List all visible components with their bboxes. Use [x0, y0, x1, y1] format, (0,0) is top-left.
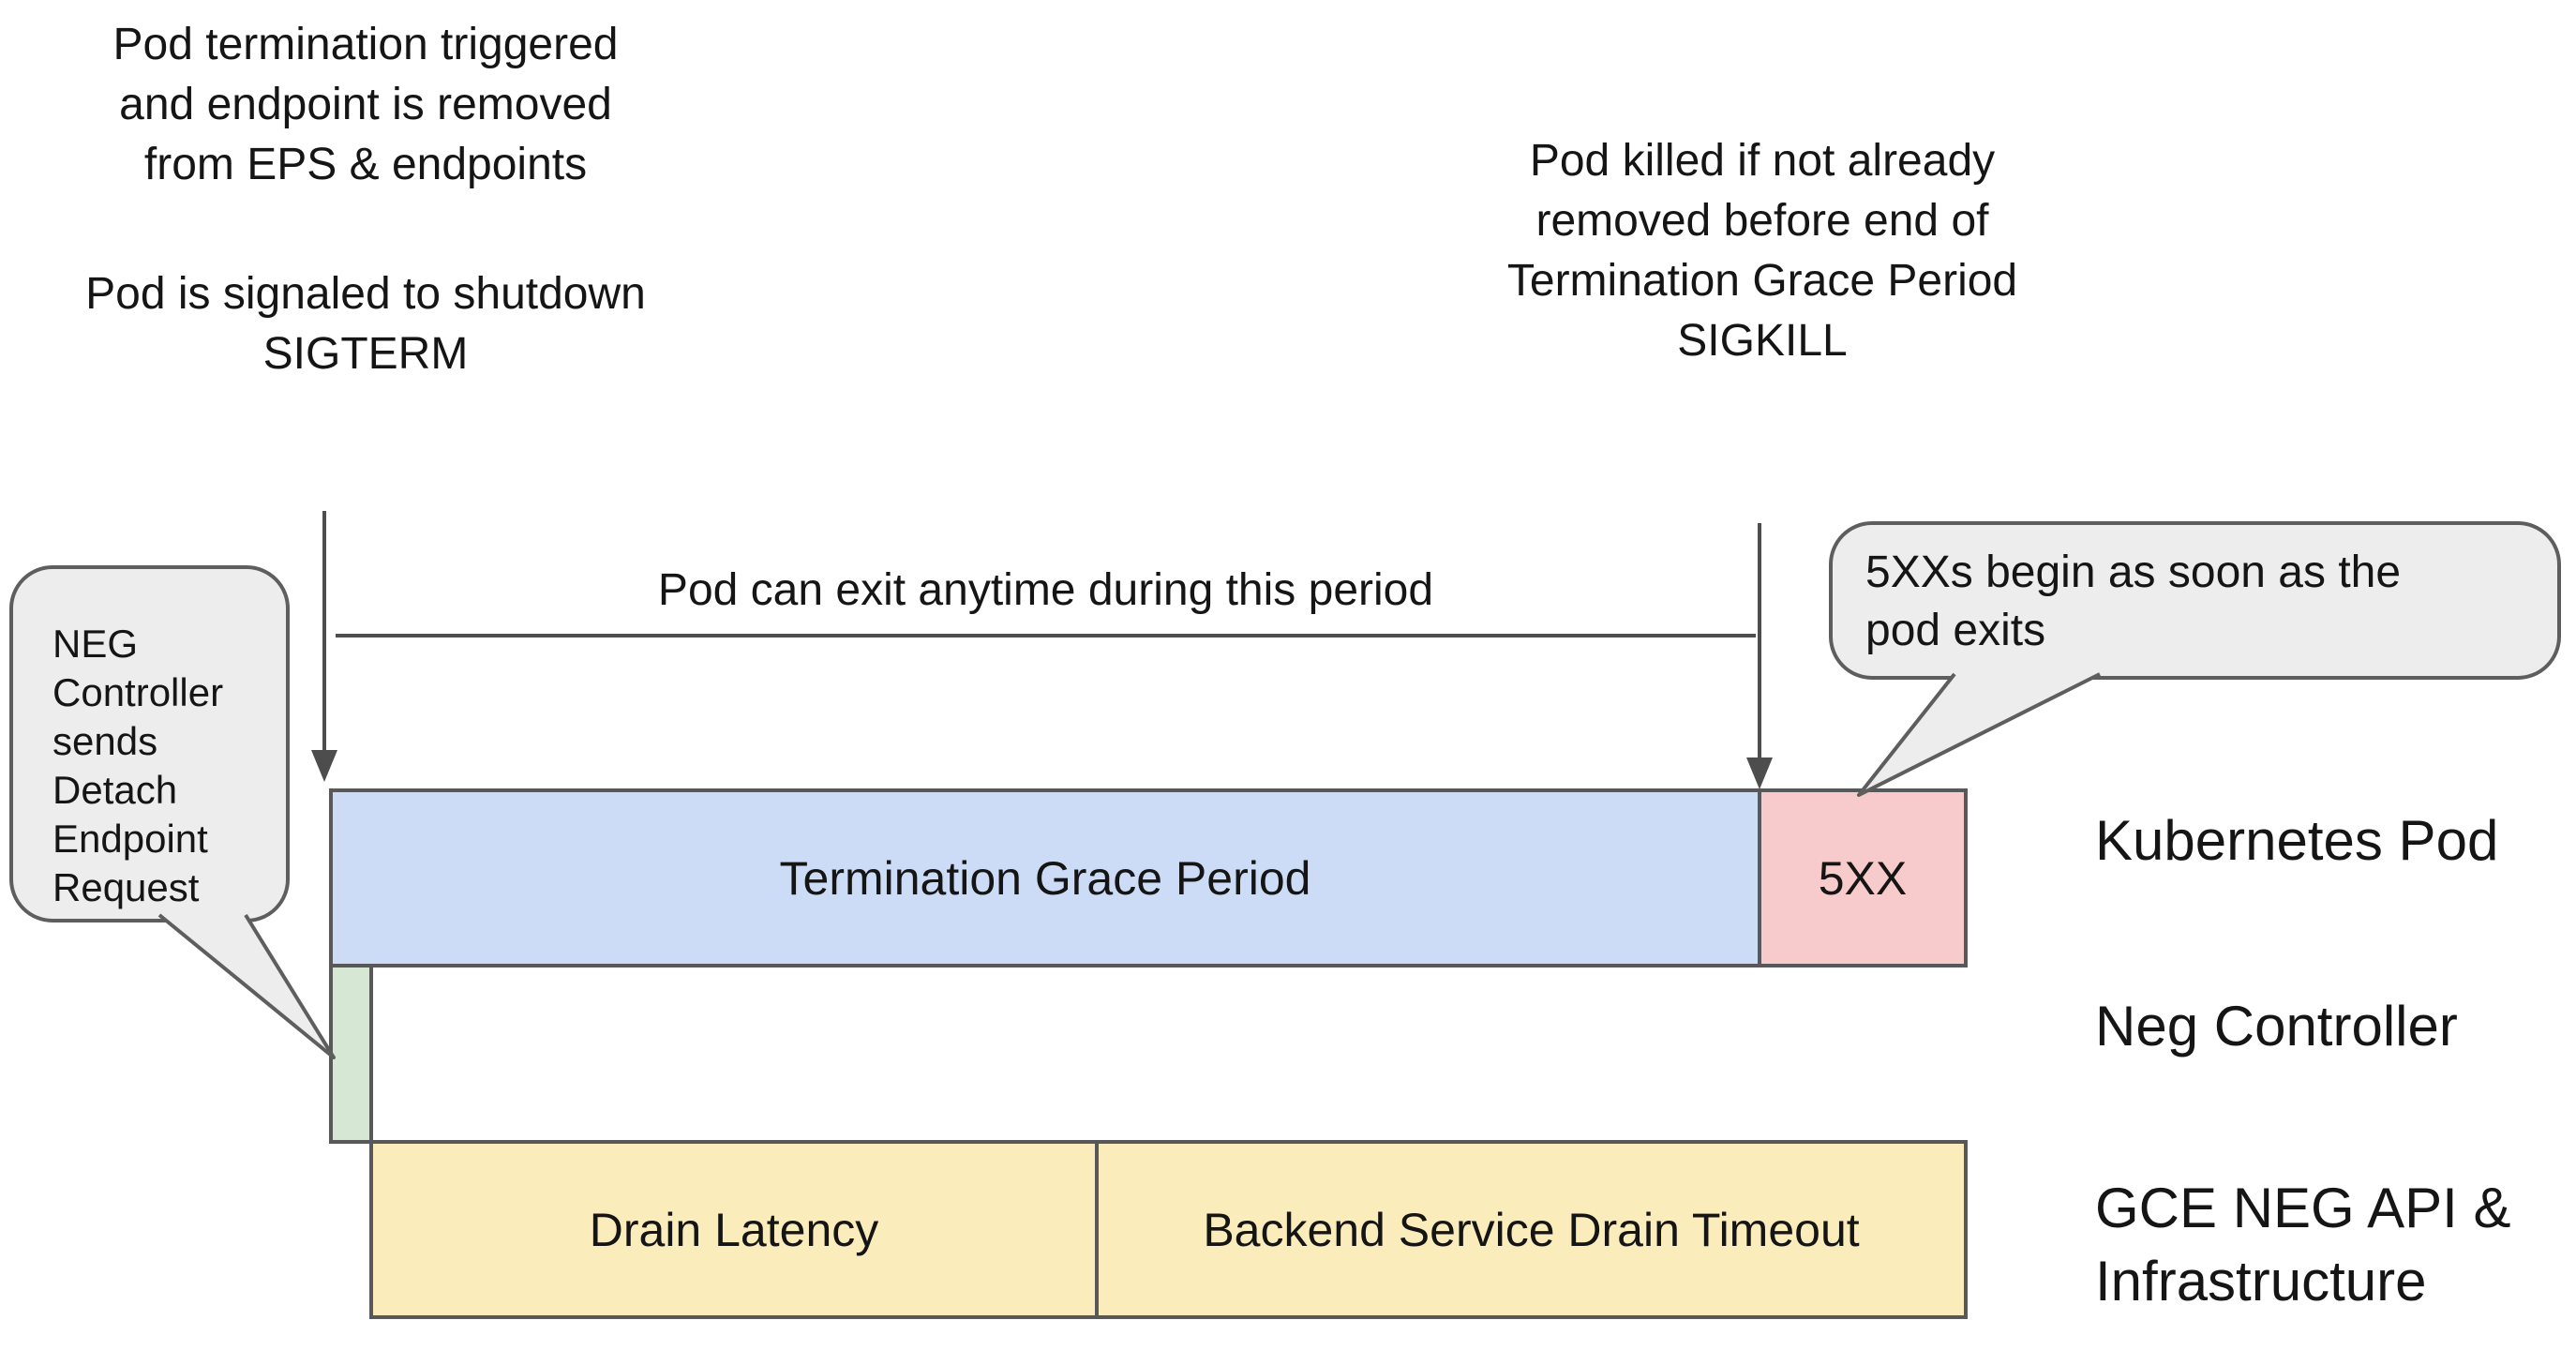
row-label-line: Kubernetes Pod — [2095, 809, 2499, 872]
note-pod-termination-triggered: Pod termination triggered and endpoint i… — [28, 15, 703, 195]
bar-5xx: 5XX — [1758, 788, 1968, 968]
callout-tail-right — [1857, 672, 2101, 797]
bar-label: Backend Service Drain Timeout — [1203, 1203, 1860, 1256]
note-line: SIGTERM — [262, 329, 469, 379]
callout-neg-controller-detach: NEG Controller sends Detach Endpoint Req… — [9, 565, 290, 922]
note-line: and endpoint is removed — [119, 80, 612, 129]
row-label-kubernetes-pod: Kubernetes Pod — [2095, 804, 2498, 878]
callout-tail-left — [157, 913, 336, 1059]
arrowhead-down-icon — [311, 750, 337, 782]
row-label-line: Neg Controller — [2095, 995, 2458, 1058]
note-line: Termination Grace Period — [1506, 256, 2018, 306]
note-line: SIGKILL — [1677, 316, 1848, 366]
bar-label: Termination Grace Period — [779, 851, 1311, 905]
note-pod-killed-sigkill: Pod killed if not already removed before… — [1481, 131, 2044, 371]
bar-termination-grace-period: Termination Grace Period — [329, 788, 1761, 968]
sigterm-event-arrow — [311, 511, 337, 782]
bar-label: Drain Latency — [589, 1203, 879, 1256]
note-line: Pod termination triggered — [112, 20, 619, 69]
row-label-gce-neg-api: GCE NEG API & Infrastructure — [2095, 1172, 2510, 1318]
note-pod-signaled-sigterm: Pod is signaled to shutdown SIGTERM — [28, 264, 703, 384]
row-label-line: GCE NEG API & — [2095, 1177, 2511, 1239]
bar-label: 5XX — [1818, 851, 1908, 905]
note-line: Pod killed if not already — [1529, 136, 1996, 186]
arrowhead-down-icon — [1746, 758, 1773, 789]
note-line: from EPS & endpoints — [143, 140, 588, 189]
period-range-label: Pod can exit anytime during this period — [657, 565, 1434, 615]
sigkill-event-arrow — [1746, 523, 1773, 789]
bar-neg-controller-detach — [329, 964, 373, 1144]
row-label-neg-controller: Neg Controller — [2095, 990, 2458, 1063]
callout-5xx-begin: 5XXs begin as soon as the pod exits — [1829, 521, 2561, 680]
note-line: Pod is signaled to shutdown — [85, 269, 646, 319]
bar-drain-latency: Drain Latency — [369, 1140, 1099, 1319]
note-line: removed before end of — [1535, 196, 1989, 246]
row-label-line: Infrastructure — [2095, 1250, 2427, 1312]
bar-backend-service-drain-timeout: Backend Service Drain Timeout — [1095, 1140, 1968, 1319]
